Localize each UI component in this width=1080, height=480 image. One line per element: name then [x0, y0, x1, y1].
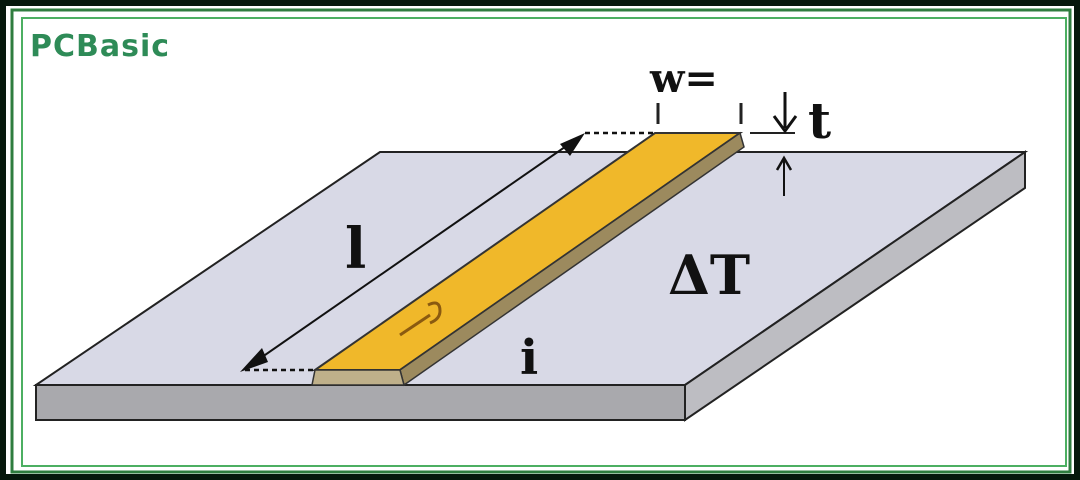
- board-front-face: [35, 384, 686, 421]
- arrowhead-icon: [240, 348, 268, 372]
- temperature-rise-label: ΔT: [668, 243, 750, 307]
- board-side-face: [684, 150, 1026, 422]
- length-label: l: [345, 216, 366, 282]
- copper-trace-front: [311, 369, 405, 386]
- width-label: w=: [649, 55, 718, 102]
- thickness-label: t: [808, 91, 831, 150]
- frame-inner-line: [21, 17, 1067, 467]
- logo-text: PCBasic: [30, 29, 170, 64]
- pcbasic-logo: PCBasic: [30, 29, 170, 64]
- current-label: i: [520, 330, 538, 386]
- arrowhead-icon: [772, 115, 798, 134]
- frame-outer-line: [10, 8, 1072, 474]
- arrowhead-icon: [775, 155, 793, 171]
- current-arrow-icon: [399, 301, 442, 337]
- length-dimension-line: [251, 139, 576, 365]
- arrowhead-icon: [560, 133, 585, 156]
